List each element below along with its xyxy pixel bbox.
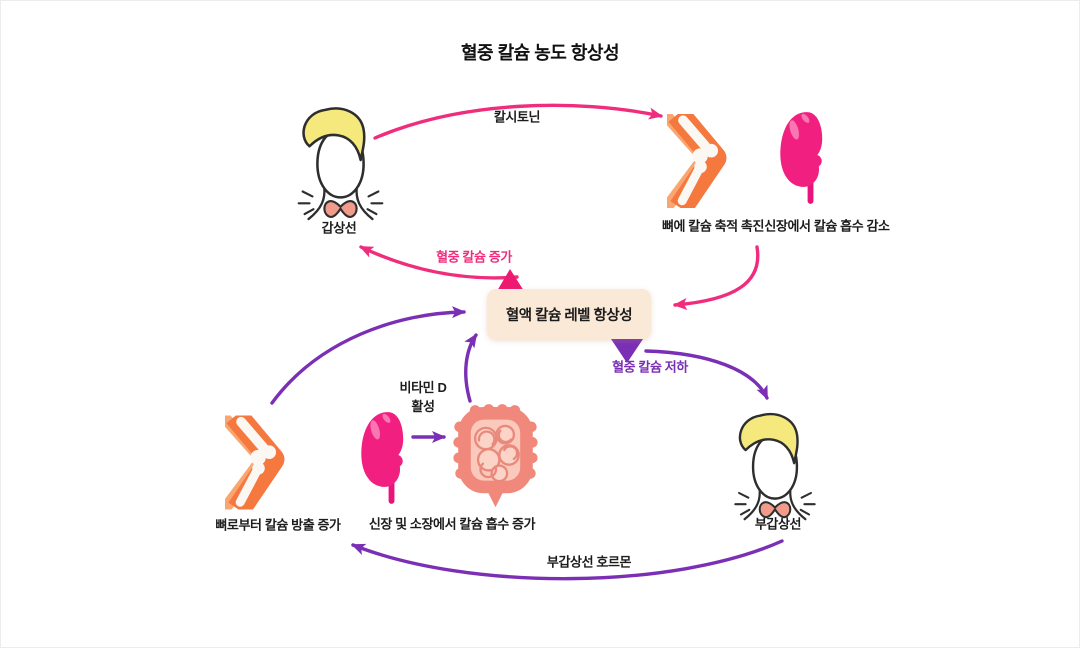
parathyroid-person-icon [729, 409, 821, 521]
kidney-icon [358, 407, 412, 509]
vitamin-d-label-line2: 활성 [411, 399, 435, 414]
bone-bottom-label: 뼈로부터 칼슘 방출 증가 [215, 517, 341, 533]
vitamin-d-label: 비타민 D 활성 [400, 379, 447, 417]
homeostasis-box-label: 혈액 칼슘 레벨 항상성 [505, 307, 633, 324]
bone-joint-icon [667, 111, 743, 211]
intestine-icon [449, 399, 541, 509]
thyroid-person-icon [293, 103, 388, 221]
kidney-intestine-label: 신장 및 소장에서 칼슘 흡수 증가 [368, 516, 536, 532]
bone-joint-icon [225, 415, 301, 510]
homeostasis-box: 혈액 칼슘 레벨 항상성 [487, 289, 651, 339]
thyroid-label: 갑상선 [321, 220, 357, 236]
calcitonin-label: 칼시토닌 [493, 109, 541, 125]
kidney-icon [777, 107, 831, 209]
vitamin-d-label-line1: 비타민 D [399, 380, 447, 396]
kidney-top-label: 신장에서 칼슘 흡수 감소 [764, 218, 890, 234]
intestine-to-box-arrow [464, 333, 478, 403]
calcium-decrease-label: 혈중 칼슘 저하 [612, 359, 688, 375]
page-title: 혈중 칼슘 농도 항상성 [460, 43, 620, 63]
pth-label: 부갑상선 호르몬 [546, 554, 632, 570]
bone-top-label: 뼈에 칼슘 축적 촉진 [661, 218, 765, 234]
parathyroid-label: 부갑상선 [754, 516, 802, 532]
increase-triangle-icon [497, 269, 524, 291]
kidney-to-box-arrow [673, 245, 760, 310]
calcium-increase-label: 혈중 칼슘 증가 [436, 249, 512, 265]
